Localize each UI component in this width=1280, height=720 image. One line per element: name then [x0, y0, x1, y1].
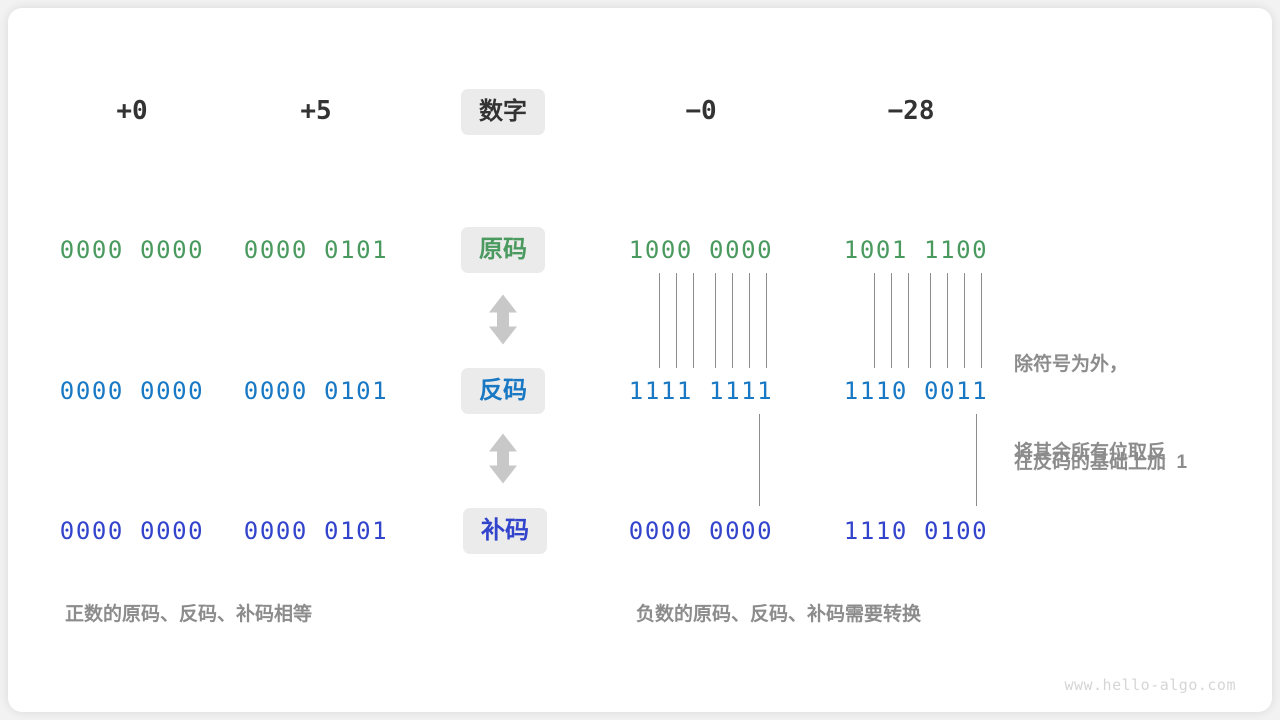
caption-positive: 正数的原码、反码、补码相等 — [65, 604, 313, 625]
connector-line-neg28-bit6 — [964, 273, 965, 368]
annotation-invert-rule-line2: 将其余所有位取反 — [1014, 442, 1167, 464]
connector-line-addone-neg0 — [759, 414, 760, 506]
header-number-pos5: +5 — [300, 96, 332, 126]
header-number-pos0: +0 — [116, 96, 148, 126]
annotation-invert-rule: 除符号为外， 将其余所有位取反 — [1014, 291, 1166, 527]
bits-true-form-pos0: 0000 0000 — [59, 236, 205, 264]
row-label-ones-complement: 反码 — [461, 368, 545, 414]
connector-line-neg0-bit5 — [732, 273, 733, 368]
connector-line-neg0-bit3 — [693, 273, 694, 368]
connector-line-neg0-bit2 — [676, 273, 677, 368]
connector-line-addone-neg28 — [976, 414, 977, 506]
connector-line-neg28-bit2 — [891, 273, 892, 368]
connector-line-neg0-bit4 — [715, 273, 716, 368]
connector-line-neg28-bit7 — [981, 273, 982, 368]
bits-twos-complement-pos0: 0000 0000 — [59, 517, 205, 545]
arrow-true-to-ones — [486, 293, 520, 352]
bits-true-form-pos5: 0000 0101 — [243, 236, 389, 264]
connector-line-neg28-bit3 — [908, 273, 909, 368]
row-label-true-form: 原码 — [461, 227, 545, 273]
connector-line-neg28-bit4 — [930, 273, 931, 368]
bits-twos-complement-neg28: 1110 0100 — [843, 517, 989, 545]
connector-line-neg0-bit1 — [659, 273, 660, 368]
header-number-neg0: −0 — [685, 96, 717, 126]
arrow-ones-to-twos — [486, 432, 520, 491]
diagram-card: +0 +5 数字 −0 −28 0000 0000 0000 0101 原码 1… — [8, 8, 1272, 712]
bits-ones-complement-neg0: 1111 1111 — [628, 377, 774, 405]
caption-negative: 负数的原码、反码、补码需要转换 — [636, 604, 922, 625]
site-watermark: www.hello-algo.com — [1064, 676, 1236, 694]
header-number-neg28: −28 — [887, 96, 935, 126]
bits-ones-complement-pos5: 0000 0101 — [243, 377, 389, 405]
annotation-add-one-rule: 在反码的基础上加 1 — [1014, 452, 1188, 473]
annotation-invert-rule-line1: 除符号为外， — [1014, 353, 1129, 375]
connector-line-neg28-bit5 — [947, 273, 948, 368]
bits-true-form-neg28: 1001 1100 — [843, 236, 989, 264]
bits-twos-complement-pos5: 0000 0101 — [243, 517, 389, 545]
bits-ones-complement-pos0: 0000 0000 — [59, 377, 205, 405]
connector-line-neg0-bit6 — [749, 273, 750, 368]
bits-ones-complement-neg28: 1110 0011 — [843, 377, 989, 405]
row-label-header: 数字 — [461, 89, 545, 135]
bits-twos-complement-neg0: 0000 0000 — [628, 517, 774, 545]
row-label-twos-complement: 补码 — [463, 508, 547, 554]
connector-line-neg28-bit1 — [874, 273, 875, 368]
bits-true-form-neg0: 1000 0000 — [628, 236, 774, 264]
connector-line-neg0-bit7 — [766, 273, 767, 368]
